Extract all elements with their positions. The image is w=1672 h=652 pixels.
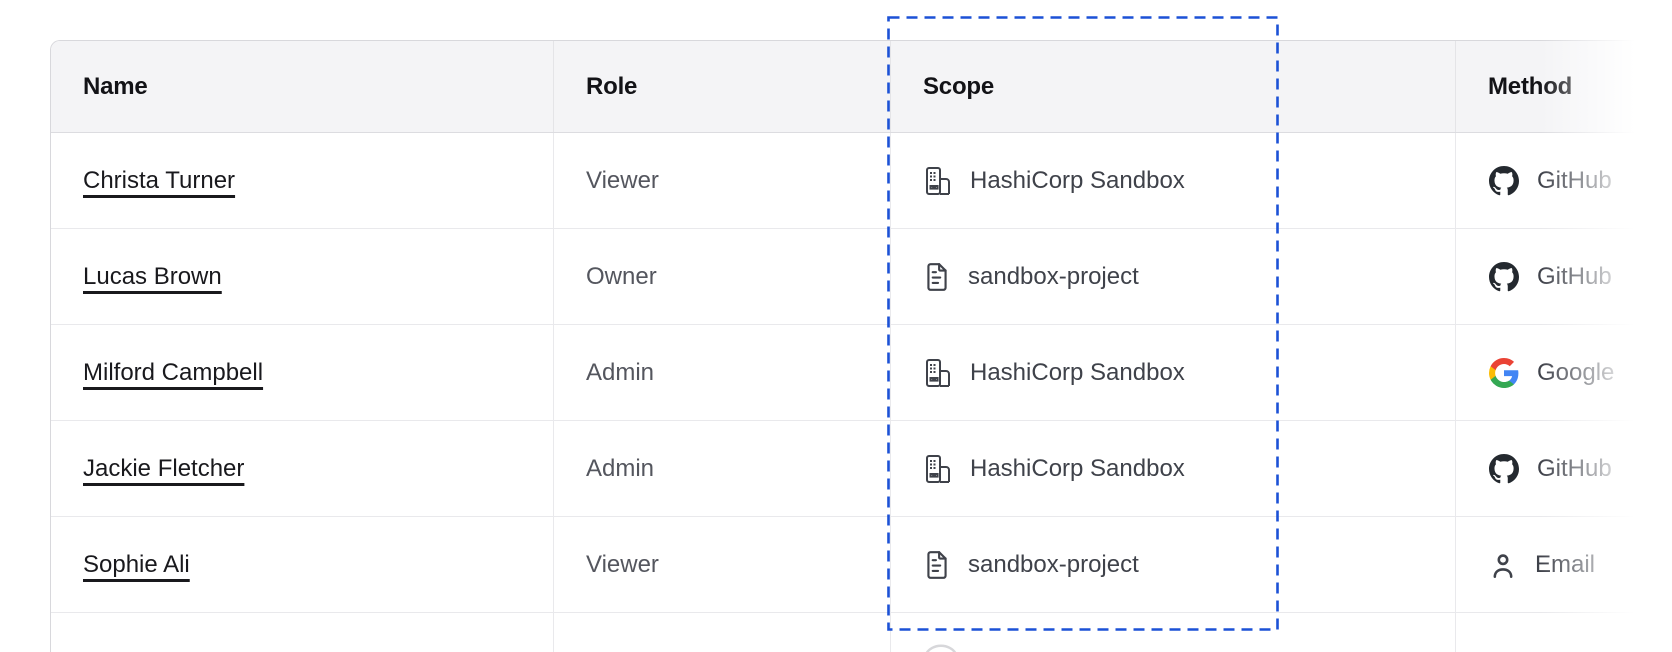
method-label: GitHub [1537,454,1612,482]
method-label: Google [1537,358,1615,386]
role-cell: Viewer [553,517,890,612]
method-cell: GitHub [1455,133,1672,228]
method-label: GitHub [1537,262,1612,290]
scope-label: HashiCorp Sandbox [970,166,1185,194]
method-label: GitHub [1537,166,1612,194]
method-cell: GitHub [1455,229,1672,324]
name-cell [51,613,553,652]
member-name-link[interactable]: Lucas Brown [83,262,222,290]
name-cell: Lucas Brown [51,229,553,324]
role-cell: Admin [553,325,890,420]
name-cell: Christa Turner [51,133,553,228]
scope-cell: sandbox-project [890,517,1455,612]
partial-icon-arc [925,644,957,652]
method-label: Email [1535,550,1596,578]
role-cell: Viewer [553,133,890,228]
organization-icon [926,358,950,387]
member-role: Admin [586,358,655,386]
scope-label: HashiCorp Sandbox [970,358,1185,386]
scope-cell: sandbox-project [890,229,1455,324]
organization-icon [926,454,950,483]
table-row: Lucas Brown Owner sandbox-project GitHub [51,229,1672,325]
member-name-link[interactable]: Jackie Fletcher [83,454,245,482]
member-name-link[interactable]: Milford Campbell [83,358,264,386]
table-row: Sophie Ali Viewer sandbox-project Email [51,517,1672,613]
scope-cell: HashiCorp Sandbox [890,325,1455,420]
method-cell: Email [1455,517,1672,612]
member-role: Owner [586,262,657,290]
member-role: Viewer [586,166,659,194]
github-icon [1489,165,1519,195]
github-icon [1489,453,1519,483]
github-icon [1489,261,1519,291]
table-row: Christa Turner Viewer HashiCorp S [51,133,1672,229]
name-cell: Sophie Ali [51,517,553,612]
column-header-name: Name [83,72,148,100]
name-cell: Milford Campbell [51,325,553,420]
role-cell: Admin [553,421,890,516]
members-table: Name Role Scope Method Christa Turner Vi… [50,40,1672,652]
scope-label: HashiCorp Sandbox [970,454,1185,482]
google-icon [1489,357,1519,388]
method-cell: Google [1455,325,1672,420]
member-role: Admin [586,454,655,482]
scope-cell: HashiCorp Sandbox [890,421,1455,516]
name-cell: Jackie Fletcher [51,421,553,516]
member-role: Viewer [586,550,659,578]
scope-label: sandbox-project [968,550,1139,578]
scope-cell: HashiCorp Sandbox [890,133,1455,228]
role-cell [553,613,890,652]
column-header-role: Role [553,41,890,132]
table-row: Jackie Fletcher Admin HashiCorp S [51,421,1672,517]
scope-label: sandbox-project [968,262,1139,290]
member-name-link[interactable]: Sophie Ali [83,550,190,578]
table-row-partial [51,613,1672,652]
table-header-row: Name Role Scope Method [51,41,1672,133]
method-cell: GitHub [1455,421,1672,516]
method-cell [1455,613,1672,652]
table-row: Milford Campbell Admin HashiCorp [51,325,1672,421]
email-user-icon [1493,553,1513,578]
role-cell: Owner [553,229,890,324]
column-header-method: Method [1455,41,1672,132]
column-header-scope: Scope [890,41,1455,132]
scope-cell [890,613,1455,652]
organization-icon [926,166,950,195]
document-icon [927,262,947,291]
member-name-link[interactable]: Christa Turner [83,166,236,194]
document-icon [927,550,947,579]
